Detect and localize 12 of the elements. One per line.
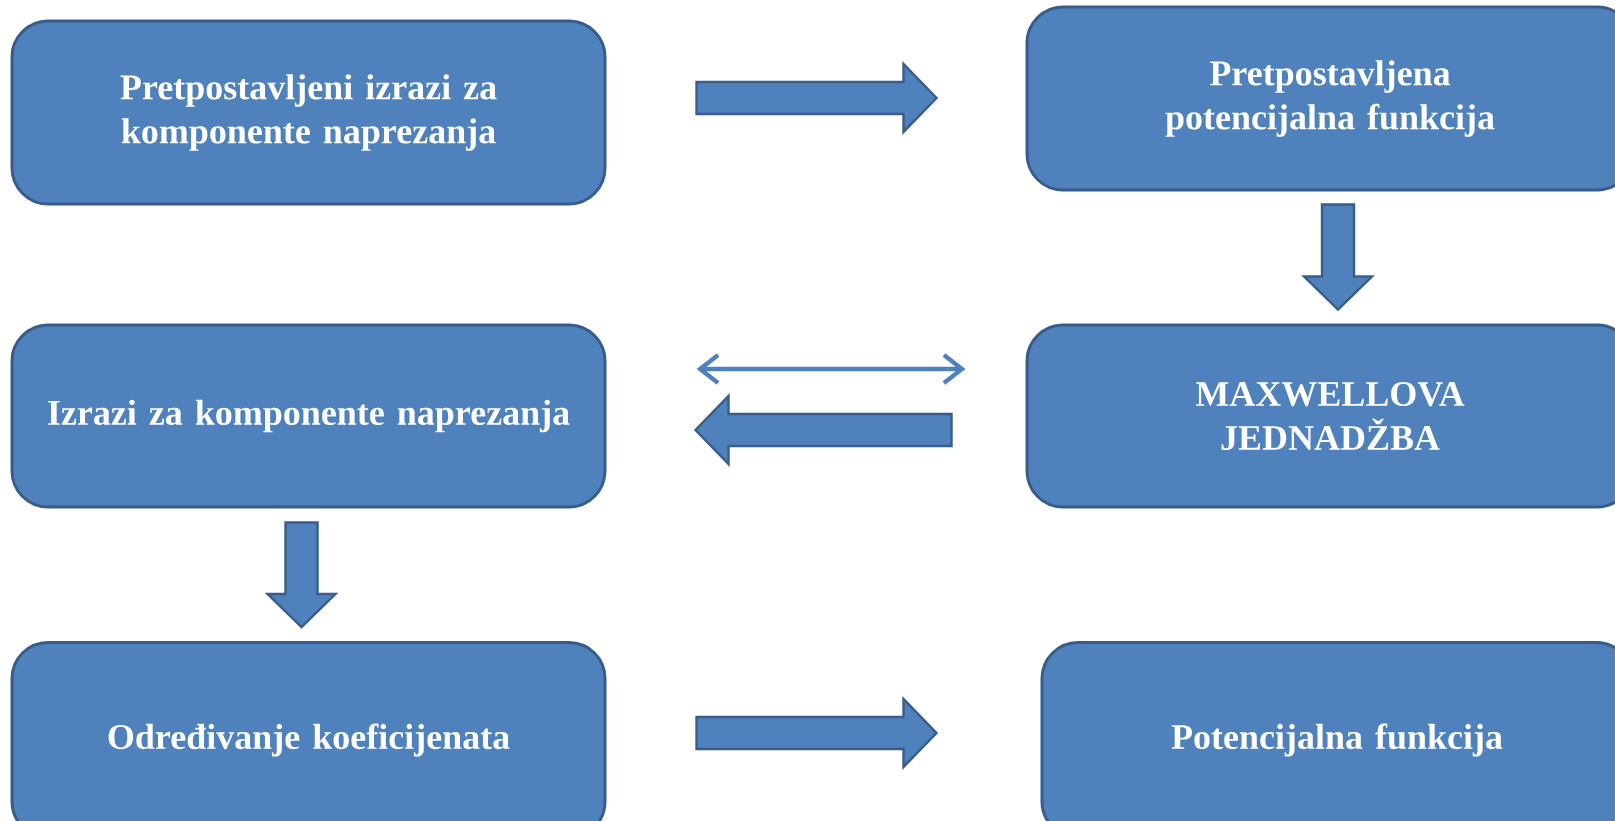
process-box: Određivanje koeficijenata bbox=[10, 641, 607, 821]
process-box: Pretpostavljeni izrazi za komponente naprezanja bbox=[10, 19, 607, 206]
double-arrow bbox=[696, 353, 966, 385]
process-box: Izrazi za komponente naprezanja bbox=[10, 323, 607, 509]
block-arrow bbox=[695, 61, 939, 135]
process-box: Potencijalna funkcija bbox=[1040, 641, 1615, 821]
block-arrow bbox=[693, 393, 953, 467]
block-arrow bbox=[695, 696, 939, 770]
process-box: MAXWELLOVA JEDNADŽBA bbox=[1025, 323, 1615, 509]
process-box: Pretpostavljena potencijalna funkcija bbox=[1025, 5, 1615, 192]
block-arrow bbox=[1301, 203, 1375, 312]
block-arrow bbox=[264, 521, 339, 629]
